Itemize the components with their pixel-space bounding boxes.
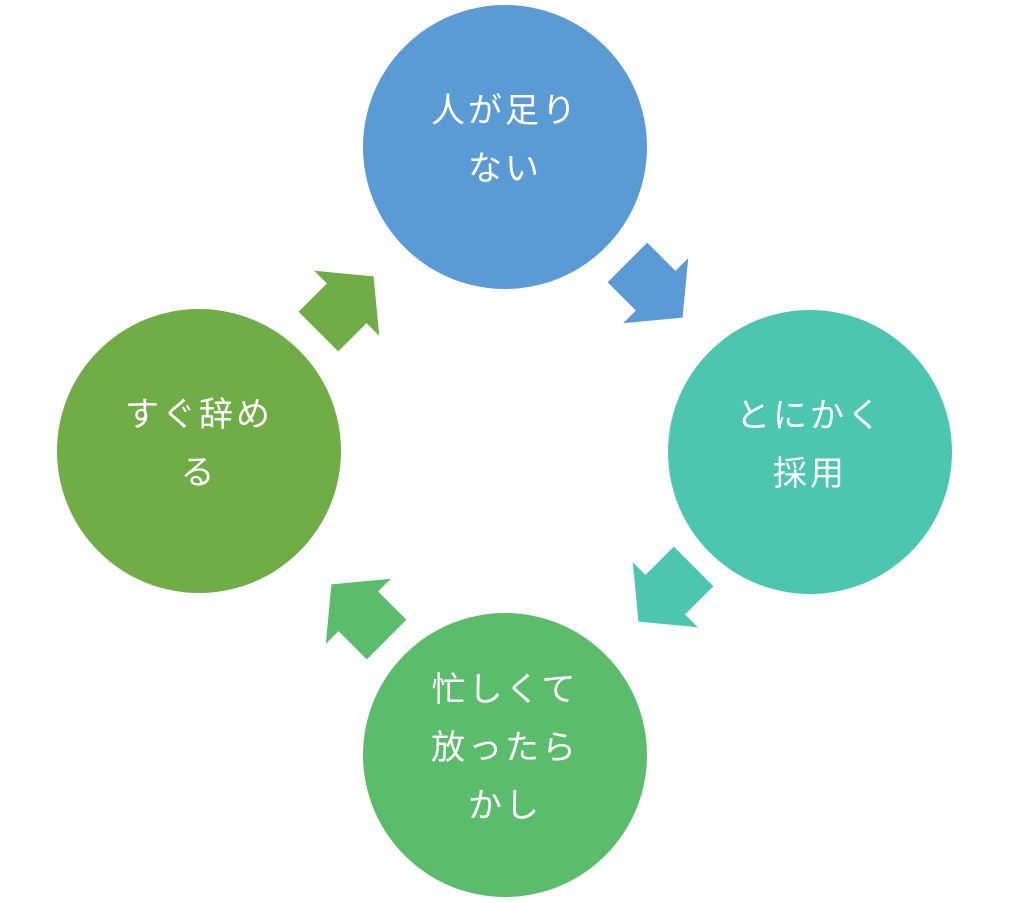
node-label: 人が足り ない: [431, 82, 579, 198]
node-label-line: 採用: [773, 455, 847, 493]
node-label: とにかく 採用: [736, 387, 884, 503]
node-label-line: る: [180, 454, 218, 492]
cycle-arrow-bottom-to-left-icon: [325, 578, 407, 660]
cycle-arrow-top-to-right-icon: [607, 242, 689, 324]
node-label-line: かし: [468, 787, 542, 825]
node-label-line: ない: [468, 150, 542, 188]
node-label: すぐ辞め る: [125, 386, 273, 502]
node-label-line: 忙しくて: [431, 671, 579, 709]
cycle-arrow-left-to-top-icon: [298, 270, 380, 352]
node-label-line: とにかく: [736, 397, 884, 435]
cycle-node-not-enough-people: 人が足り ない: [363, 5, 647, 289]
node-label-line: すぐ辞め: [125, 396, 273, 434]
node-label-line: 放ったら: [431, 729, 579, 767]
node-label: 忙しくて 放ったら かし: [431, 661, 579, 835]
cycle-arrow-right-to-bottom-icon: [632, 546, 714, 628]
cycle-node-too-busy-neglect: 忙しくて 放ったら かし: [363, 613, 647, 897]
cycle-node-hire-anyway: とにかく 採用: [668, 310, 952, 594]
node-label-line: 人が足り: [431, 92, 579, 130]
cycle-node-quit-quickly: すぐ辞め る: [57, 309, 341, 593]
